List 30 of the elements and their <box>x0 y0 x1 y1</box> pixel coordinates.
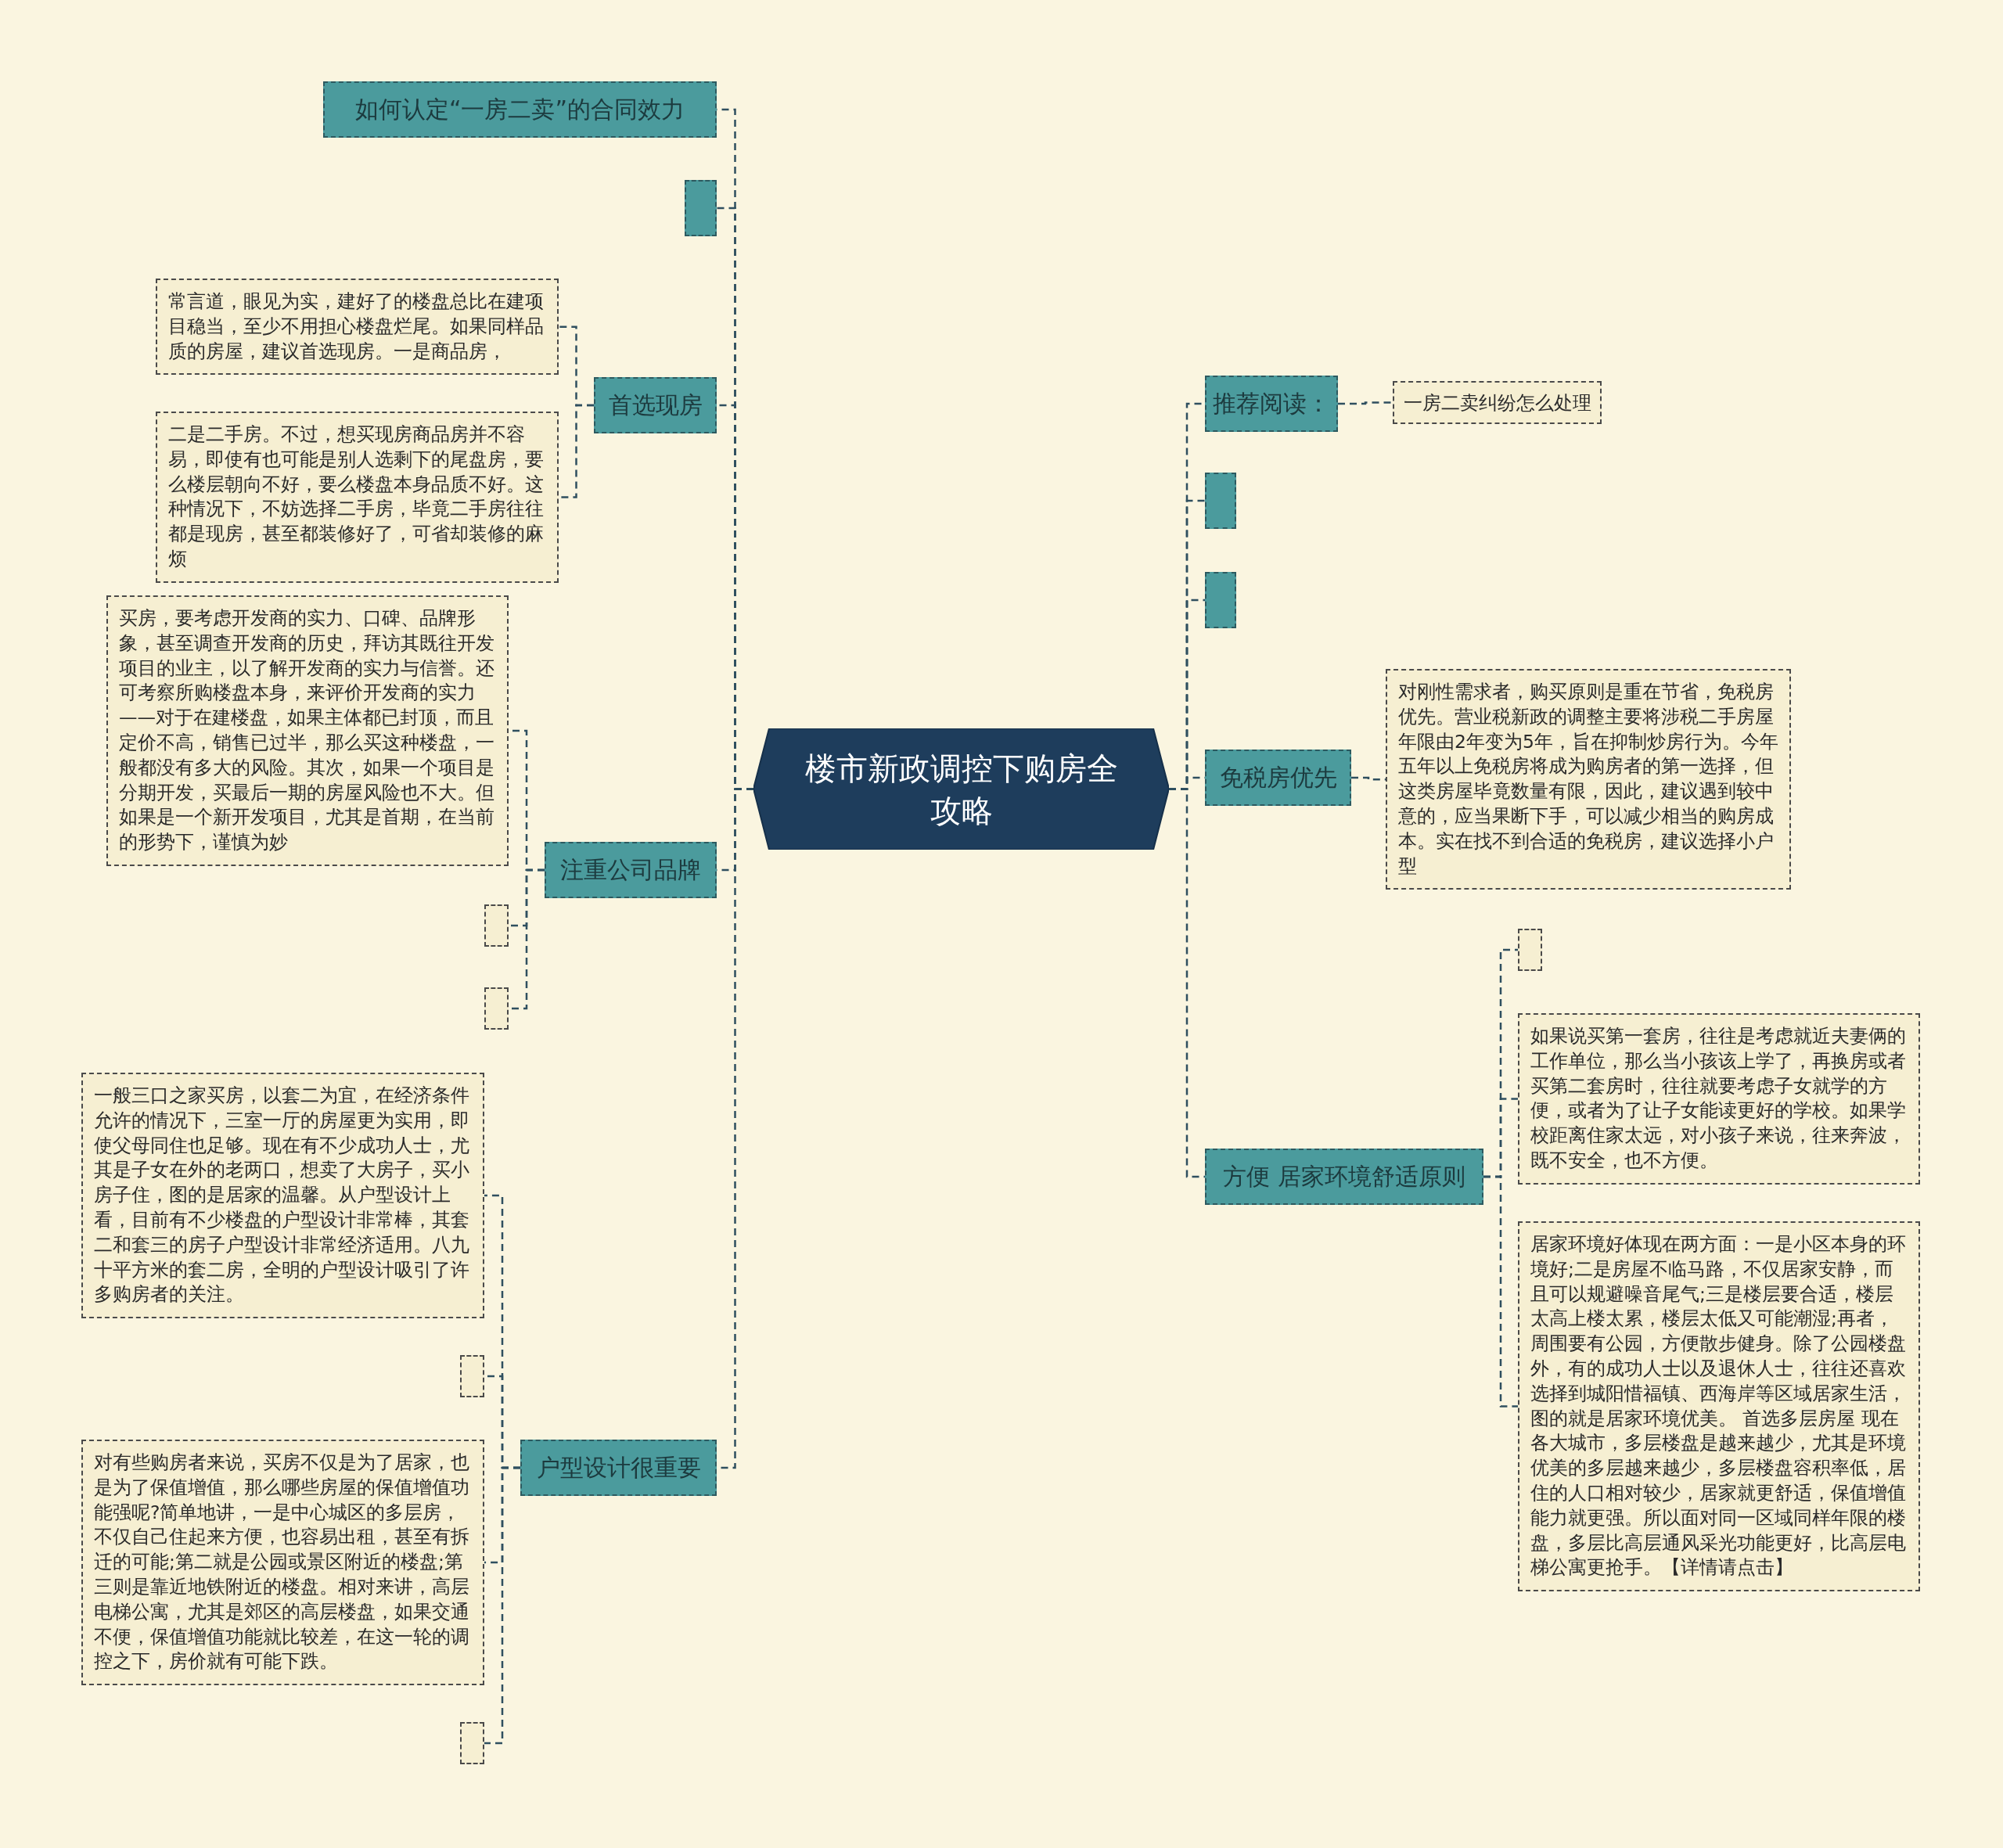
connector-line <box>559 404 594 498</box>
empty-box <box>1205 473 1236 529</box>
connector-line <box>1351 776 1386 781</box>
empty-box <box>460 1722 484 1764</box>
note-box: 对刚性需求者，购买原则是重在节省，免税房优先。营业税新政的调整主要将涉税二手房屋年限由2年变为5年，旨在抑制炒房行为。今年五年以上免税房将成为购房者的第一选择，但这类房屋毕竟数量有限，因此，建议遇到较中意的，应当果断下手，可以减少相当的购房成本。实在找不到合适的免税房，建议选择小户型 <box>1386 669 1791 890</box>
topic-box: 户型设计很重要 <box>520 1440 717 1496</box>
note-box: 一般三口之家买房，以套二为宜，在经济条件允许的情况下，三室一厅的房屋更为实用，即使父母同住也足够。现在有不少成功人士，尤其是子女在外的老两口，想卖了大房子，买小房子住，图的是居家的温馨。从户型设计上看，目前有不少楼盘的户型设计非常棒，其套二和套三的房子户型设计非常经济适用。八九十平方米的套二房，全明的户型设计吸引了许多购房者的关注。 <box>81 1073 484 1319</box>
note-box: 常言道，眼见为实，建好了的楼盘总比在建项目稳当，至少不用担心楼盘烂尾。如果同样品质的房屋，建议首选现房。一是商品房， <box>156 279 559 376</box>
note-box: 居家环境好体现在两方面：一是小区本身的环境好;二是房屋不临马路，不仅居家安静，而且可以规避噪音尾气;三是楼层要合适，楼层太高上楼太累，楼层太低又可能潮湿;再者，周围要有公园，方便散步健身。除了公园楼盘外，有的成功人士以及退休人士，往往还喜欢选择到城阳惜福镇、西海岸等区域居家生活，图的就是居家环境优美。 首选多层房屋 现在各大城市，多层楼盘是越来越少，尤其是环境优美的多层越来越少，多层楼盘容积率低，居住的人口相对较少，居家就更舒适，保值增值能力就更强。所以面对同一区域同样年限的楼盘，多层比高层通风采光功能更好，比高层电梯公寓更抢手。【详情请点击】 <box>1518 1221 1920 1592</box>
empty-box <box>484 987 509 1030</box>
central-topic: 楼市新政调控下购房全攻略 <box>753 728 1169 850</box>
note-box: 买房，要考虑开发商的实力、口碑、品牌形象，甚至调查开发商的历史，拜访其既往开发项目的业主，以了解开发商的实力与信誉。还可考察所购楼盘本身，来评价开发商的实力——对于在建楼盘，如果主体都已封顶，而且定价不高，销售已过半，那么买这种楼盘，一般都没有多大的风险。其次，如果一个项目是分期开发，买最后一期的房屋风险也不大。但如果是一个新开发项目，尤其是首期，在当前的形势下，谨慎为妙 <box>106 595 509 866</box>
topic-box: 推荐阅读： <box>1205 376 1338 432</box>
link-box: 一房二卖纠纷怎么处理 <box>1393 381 1602 424</box>
note-box: 如果说买第一套房，往往是考虑就近夫妻俩的工作单位，那么当小孩该上学了，再换房或者买第二套房时，往往就要考虑子女就学的方便，或者为了让子女能读更好的学校。如果学校距离住家太远，对小孩子来说，往来奔波，既不安全，也不方便。 <box>1518 1013 1920 1185</box>
empty-box <box>685 180 717 236</box>
topic-box: 方便 居家环境舒适原则 <box>1205 1149 1483 1205</box>
empty-box <box>1518 929 1542 971</box>
empty-box <box>1205 572 1236 628</box>
topic-box: 如何认定“一房二卖”的合同效力 <box>323 81 717 138</box>
topic-box: 注重公司品牌 <box>545 842 717 898</box>
empty-box <box>484 904 509 947</box>
connector-line <box>1338 401 1393 405</box>
connector-line <box>1483 1175 1518 1408</box>
topic-box: 免税房优先 <box>1205 750 1351 806</box>
empty-box <box>460 1355 484 1397</box>
connector-line <box>484 1466 520 1745</box>
note-box: 对有些购房者来说，买房不仅是为了居家，也是为了保值增值，那么哪些房屋的保值增值功能强呢?简单地讲，一是中心城区的多层房，不仅自己住起来方便，也容易出租，甚至有拆迁的可能;第二就是公园或景区附近的楼盘;第三则是靠近地铁附近的楼盘。相对来讲，高层电梯公寓，尤其是郊区的高层楼盘，如果交通不便，保值增值功能就比较差，在这一轮的调控之下，房价就有可能下跌。 <box>81 1440 484 1686</box>
topic-box: 首选现房 <box>594 377 717 433</box>
note-box: 二是二手房。不过，想买现房商品房并不容易，即使有也可能是别人选剩下的尾盘房，要么楼层朝向不好，要么楼盘本身品质不好。这种情况下，不妨选择二手房，毕竟二手房往往都是现房，甚至都装修好了，可省却装修的麻烦 <box>156 412 559 583</box>
